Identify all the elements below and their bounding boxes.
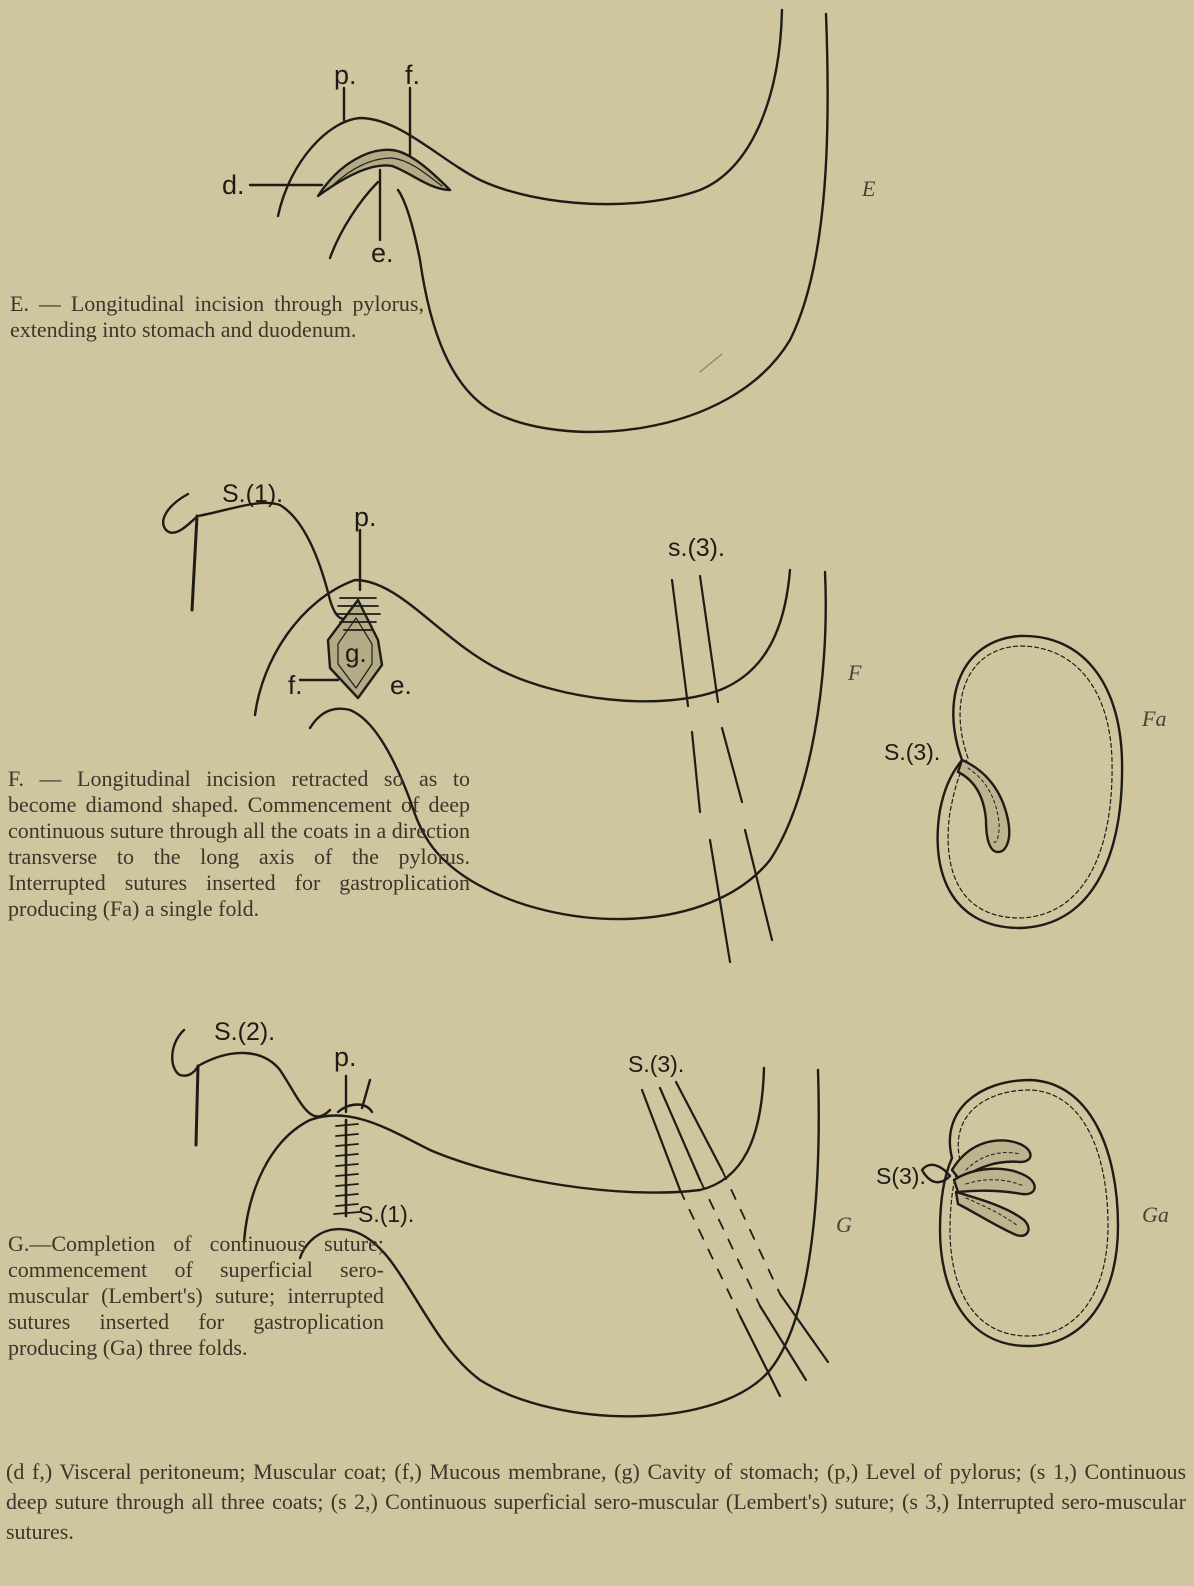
label-s1: S.(1).: [358, 1201, 414, 1227]
cross-section-outer: [938, 636, 1122, 928]
figure-fa: S.(3). Fa: [884, 636, 1166, 928]
label-s3: s.(3).: [668, 534, 725, 562]
interrupted-sutures: [642, 1082, 828, 1396]
single-fold: [958, 760, 1009, 852]
label-s3: S.(3).: [884, 739, 940, 765]
pylorus-fold: [338, 1105, 372, 1113]
side-label-ga: Ga: [1142, 1202, 1169, 1227]
stomach-lower-curve: [398, 14, 828, 432]
side-label-e: E: [861, 176, 876, 201]
caption-g: G.—Completion of continuous suture; comm…: [8, 1231, 384, 1361]
figure-ga: S(3). Ga: [876, 1080, 1169, 1346]
label-p: p.: [334, 60, 357, 90]
pylorus-mark: [362, 1080, 370, 1108]
label-p: p.: [354, 502, 377, 532]
needle: [192, 516, 197, 610]
figure-e: p. f. d. e. E: [222, 10, 876, 432]
stomach-upper-curve: [244, 1068, 764, 1242]
side-label-f: F: [847, 660, 862, 685]
incision-outline: [318, 150, 450, 196]
label-g: g.: [345, 638, 367, 668]
label-f: f.: [288, 670, 302, 700]
stomach-upper-curve: [278, 10, 782, 216]
figure-legend: (d f,) Visceral peritoneum; Muscular coa…: [6, 1457, 1186, 1547]
cross-section-outer: [940, 1080, 1118, 1346]
label-p: p.: [334, 1042, 357, 1072]
side-label-g: G: [836, 1212, 852, 1237]
caption-e: E. — Longitudinal incision through pylor…: [10, 291, 424, 343]
label-d: d.: [222, 170, 245, 200]
label-f: f.: [405, 60, 420, 90]
label-s3: S.(3).: [628, 1051, 684, 1077]
interrupted-sutures-dashed: [680, 1170, 780, 1316]
label-s3: S(3).: [876, 1163, 926, 1189]
label-e: e.: [371, 238, 394, 268]
paper-mark: [700, 354, 722, 372]
label-s2: S.(2).: [214, 1018, 275, 1046]
label-e: e.: [390, 670, 412, 700]
caption-f: F. — Longitudinal incision retracted so …: [8, 766, 470, 922]
label-s1: S.(1).: [222, 480, 283, 508]
side-label-fa: Fa: [1141, 706, 1166, 731]
interrupted-sutures: [672, 576, 772, 962]
needle: [196, 1066, 198, 1145]
